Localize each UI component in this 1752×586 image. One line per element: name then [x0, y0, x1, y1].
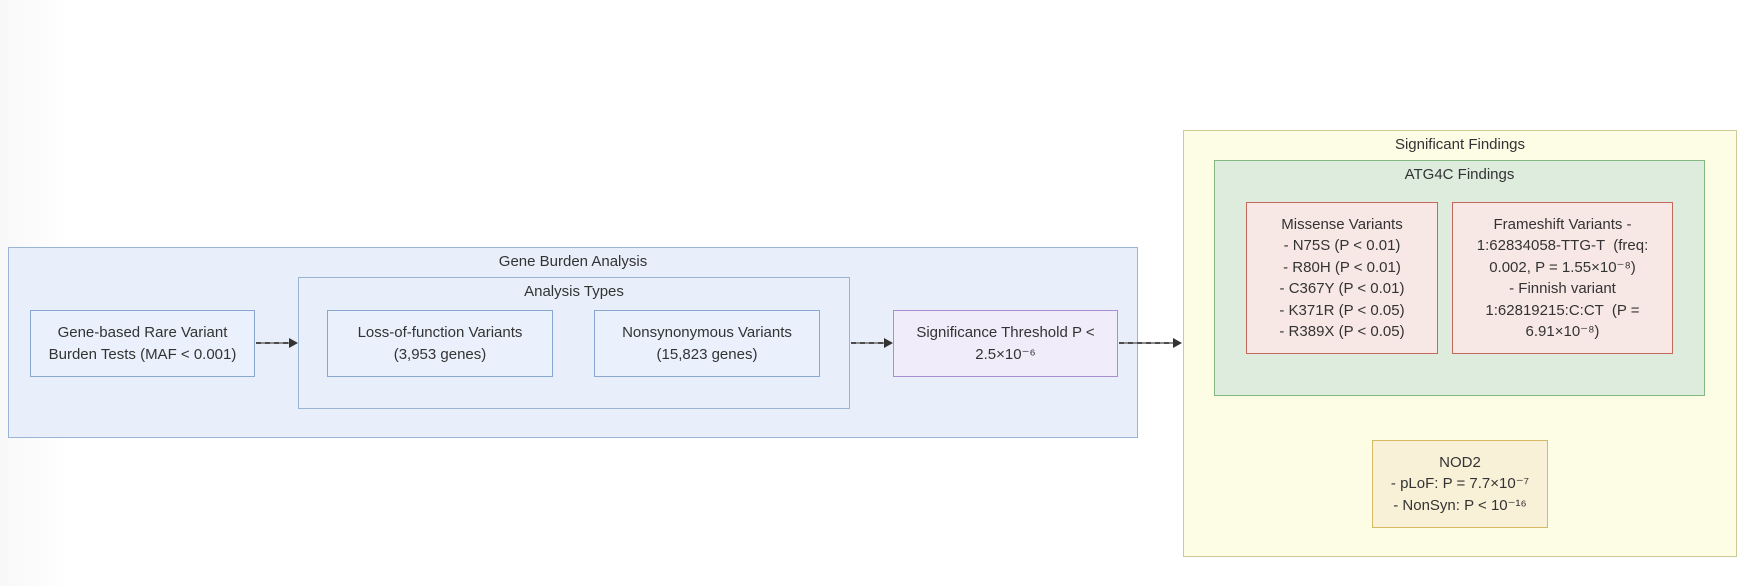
node-frameshift-variants: Frameshift Variants - 1:62834058-TTG-T (…: [1452, 202, 1673, 354]
node-loss-of-function-variants: Loss-of-function Variants (3,953 genes): [327, 310, 553, 377]
group-gene-burden-analysis-title: Gene Burden Analysis: [498, 253, 648, 270]
group-analysis-types-title: Analysis Types: [524, 283, 624, 300]
node-gene-based-burden-tests: Gene-based Rare Variant Burden Tests (MA…: [30, 310, 255, 377]
group-atg4c-findings-title: ATG4C Findings: [1404, 166, 1515, 183]
arrow-line: [851, 342, 885, 344]
node-significance-threshold: Significance Threshold P < 2.5×10⁻⁶: [893, 310, 1118, 377]
group-significant-findings-title: Significant Findings: [1394, 136, 1526, 153]
node-nonsynonymous-variants: Nonsynonymous Variants (15,823 genes): [594, 310, 820, 377]
arrow-line: [256, 342, 290, 344]
arrowhead-icon: [289, 338, 298, 348]
arrowhead-icon: [1173, 338, 1182, 348]
arrow-line: [1119, 342, 1174, 344]
arrowhead-icon: [884, 338, 893, 348]
node-missense-variants: Missense Variants - N75S (P < 0.01) - R8…: [1246, 202, 1438, 354]
node-nod2: NOD2 - pLoF: P = 7.7×10⁻⁷ - NonSyn: P < …: [1372, 440, 1548, 528]
